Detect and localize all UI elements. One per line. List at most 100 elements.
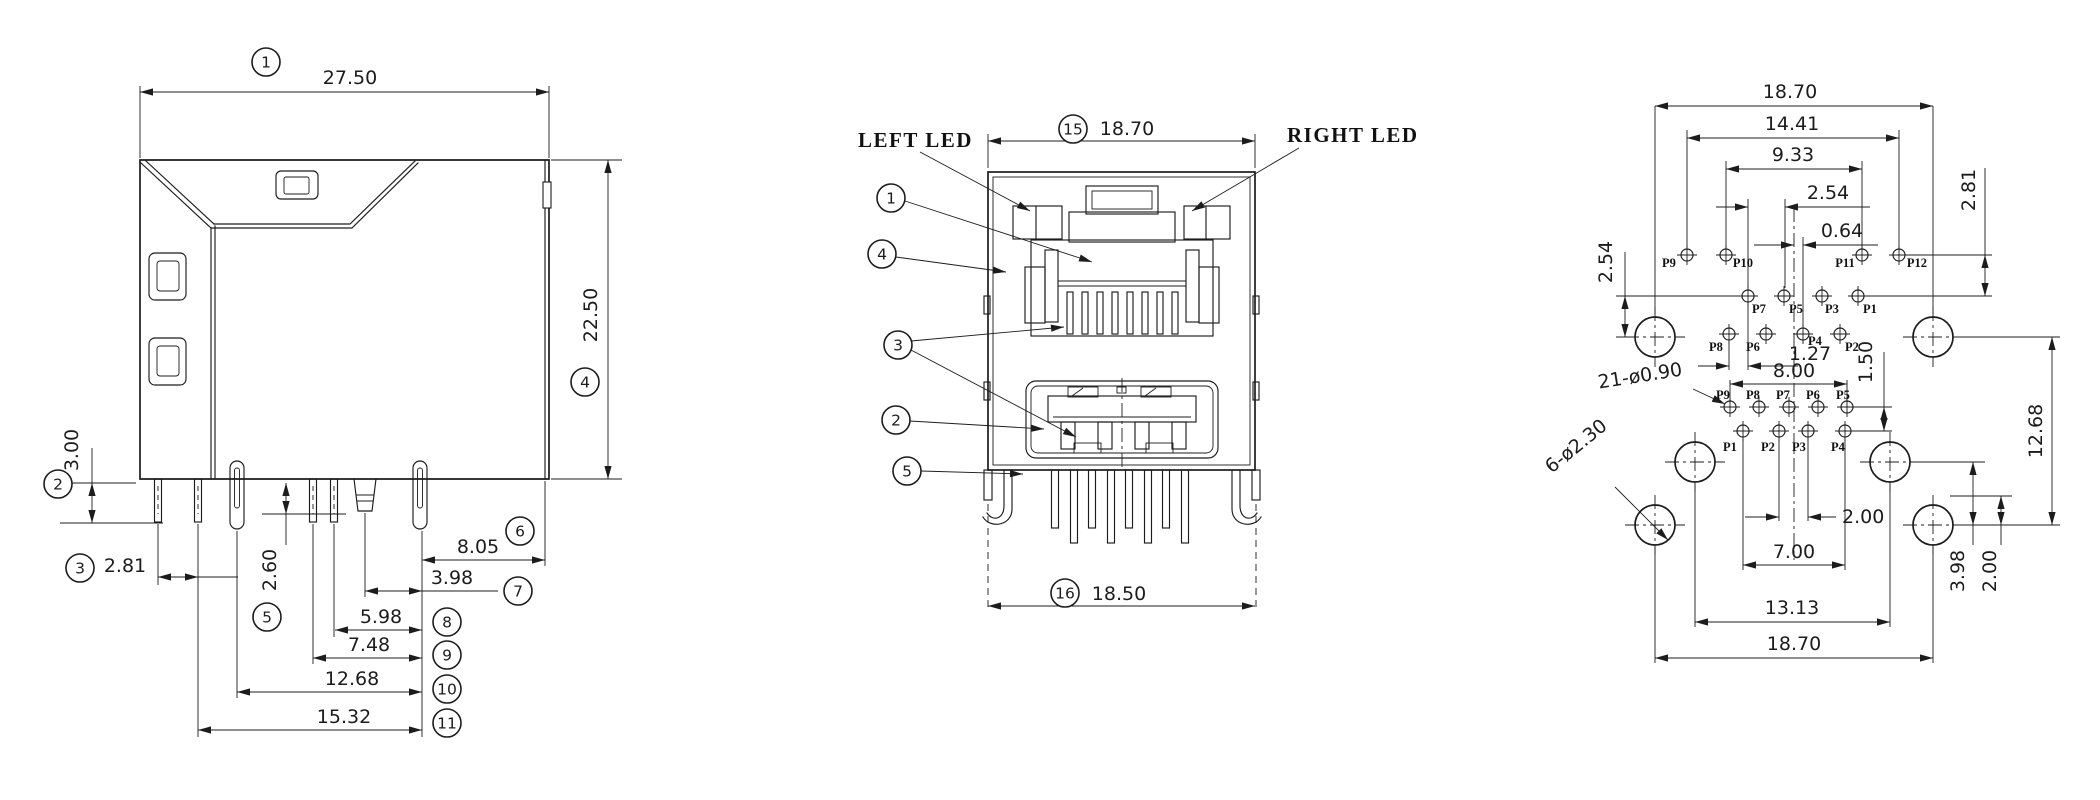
side-view-pins xyxy=(153,460,428,530)
svg-text:8: 8 xyxy=(442,614,452,632)
svg-text:4: 4 xyxy=(580,374,590,392)
dim-fp-1-27: 1.27 xyxy=(1789,343,1831,365)
dim-span-11: 15.32 xyxy=(317,706,371,728)
balloon-3-front: 3 xyxy=(883,330,913,360)
pin-label: P3 xyxy=(1792,440,1806,454)
rj45-port xyxy=(1024,185,1220,337)
right-led-label: RIGHT LED xyxy=(1287,123,1419,147)
balloon-2: 2 xyxy=(43,469,73,499)
side-latch-window xyxy=(148,337,187,386)
callout-large-holes: 6-ø2.30 xyxy=(1541,415,1611,478)
svg-text:2: 2 xyxy=(891,412,901,430)
svg-text:5: 5 xyxy=(902,463,912,481)
front-view: 18.70 18.50 LEFT LED RIGHT LED 15 16 1 4… xyxy=(858,114,1419,610)
pin-label: P9 xyxy=(1716,388,1730,402)
dim-pin-length-5: 2.60 xyxy=(259,549,281,591)
svg-text:4: 4 xyxy=(877,246,887,264)
dim-fp-18-70-top: 18.70 xyxy=(1763,81,1817,103)
dim-overall-width: 27.50 xyxy=(323,67,377,89)
svg-text:10: 10 xyxy=(437,681,457,699)
pin-label: P10 xyxy=(1733,256,1753,270)
dim-fp-9-33: 9.33 xyxy=(1772,144,1814,166)
side-latch-window xyxy=(148,252,187,301)
pin-label-rows: P9 P10 P11 P12 P7 P5 P3 P1 P8 P6 P4 P2 P… xyxy=(1662,256,1927,454)
dim-fp-2-54-left: 2.54 xyxy=(1595,241,1617,283)
dim-span-10: 12.68 xyxy=(325,668,379,690)
dim-fp-14-41: 14.41 xyxy=(1765,113,1819,135)
dim-span-6: 8.05 xyxy=(457,536,499,558)
dim-fp-2-00-v: 2.00 xyxy=(1979,550,2001,592)
rj45-contacts xyxy=(1066,291,1179,335)
side-notch xyxy=(542,181,552,209)
svg-text:5: 5 xyxy=(262,609,272,627)
svg-text:6: 6 xyxy=(515,523,525,541)
dim-fp-2-00-h: 2.00 xyxy=(1842,506,1884,528)
balloon-2-front: 2 xyxy=(881,405,911,435)
dim-span-7: 3.98 xyxy=(431,567,473,589)
svg-text:1: 1 xyxy=(886,190,896,208)
dim-span-9: 7.48 xyxy=(348,634,390,656)
svg-text:7: 7 xyxy=(513,583,523,601)
dim-front-bottom-width: 18.50 xyxy=(1092,583,1146,605)
balloon-1-front: 1 xyxy=(876,183,906,213)
left-led-label: LEFT LED xyxy=(858,128,973,152)
pin-label: P2 xyxy=(1761,440,1775,454)
pin-label: P12 xyxy=(1907,256,1927,270)
balloon-16: 16 xyxy=(1050,578,1080,608)
side-view-dimensions: 27.50 3.00 2.81 22.50 2.60 8.05 3.98 5.9… xyxy=(60,67,622,737)
pin-hole-row5 xyxy=(1733,421,1855,441)
pin-label: P6 xyxy=(1746,340,1760,354)
pin-label: P5 xyxy=(1789,302,1803,316)
dim-fp-8-00: 8.00 xyxy=(1773,360,1815,382)
front-dimensions: 18.70 18.50 xyxy=(987,118,1256,610)
pin-label: P4 xyxy=(1831,440,1846,454)
pin-label: P3 xyxy=(1825,302,1839,316)
balloon-8: 8 xyxy=(432,607,462,637)
svg-text:3: 3 xyxy=(893,337,903,355)
balloon-3: 3 xyxy=(65,553,95,583)
usb-port xyxy=(1025,378,1219,470)
pin-label: P8 xyxy=(1709,340,1723,354)
pin-hole-row2 xyxy=(1738,286,1868,306)
pin-label: P6 xyxy=(1806,388,1820,402)
svg-text:3: 3 xyxy=(75,560,85,578)
pin-label: P7 xyxy=(1752,302,1766,316)
top-latch-window xyxy=(275,170,319,200)
front-pins xyxy=(982,469,1262,610)
dim-fp-18-70-bottom: 18.70 xyxy=(1767,633,1821,655)
led-windows xyxy=(1012,205,1231,240)
dim-fp-13-13: 13.13 xyxy=(1765,597,1819,619)
dim-fp-2-54-top: 2.54 xyxy=(1807,182,1849,204)
pin-label: P1 xyxy=(1723,440,1737,454)
side-view: 27.50 3.00 2.81 22.50 2.60 8.05 3.98 5.9… xyxy=(43,47,622,738)
dim-fp-7-00: 7.00 xyxy=(1773,541,1815,563)
balloon-5-front: 5 xyxy=(892,456,922,486)
svg-text:15: 15 xyxy=(1063,121,1083,139)
pin-hole-row1 xyxy=(1677,245,1909,265)
pin-label: P7 xyxy=(1776,388,1790,402)
dim-overall-height: 22.50 xyxy=(580,288,602,342)
pin-holes xyxy=(1677,245,1909,441)
dim-fp-1-50: 1.50 xyxy=(1855,341,1877,383)
dim-span-8: 5.98 xyxy=(360,606,402,628)
pin-label: P2 xyxy=(1845,340,1859,354)
balloon-4-front: 4 xyxy=(867,239,897,269)
svg-text:1: 1 xyxy=(261,54,271,72)
balloon-5: 5 xyxy=(252,602,282,632)
pin-label: P1 xyxy=(1863,302,1877,316)
footprint-view: P9 P10 P11 P12 P7 P5 P3 P1 P8 P6 P4 P2 P… xyxy=(1541,81,2060,663)
dim-leg-length: 3.00 xyxy=(61,429,83,471)
footprint-dimensions: 18.70 14.41 9.33 2.54 0.64 2.81 2.54 1.2… xyxy=(1595,81,2060,663)
usb-contacts xyxy=(1060,421,1187,450)
pin-label: P9 xyxy=(1662,256,1676,270)
front-shield xyxy=(983,171,1260,471)
left-led-window xyxy=(1012,205,1063,240)
pin-label: P5 xyxy=(1836,388,1850,402)
balloon-15: 15 xyxy=(1058,114,1088,144)
svg-text:11: 11 xyxy=(437,715,457,733)
dim-fp-0-64: 0.64 xyxy=(1821,220,1863,242)
svg-text:2: 2 xyxy=(53,476,63,494)
right-led-window xyxy=(1183,205,1231,240)
